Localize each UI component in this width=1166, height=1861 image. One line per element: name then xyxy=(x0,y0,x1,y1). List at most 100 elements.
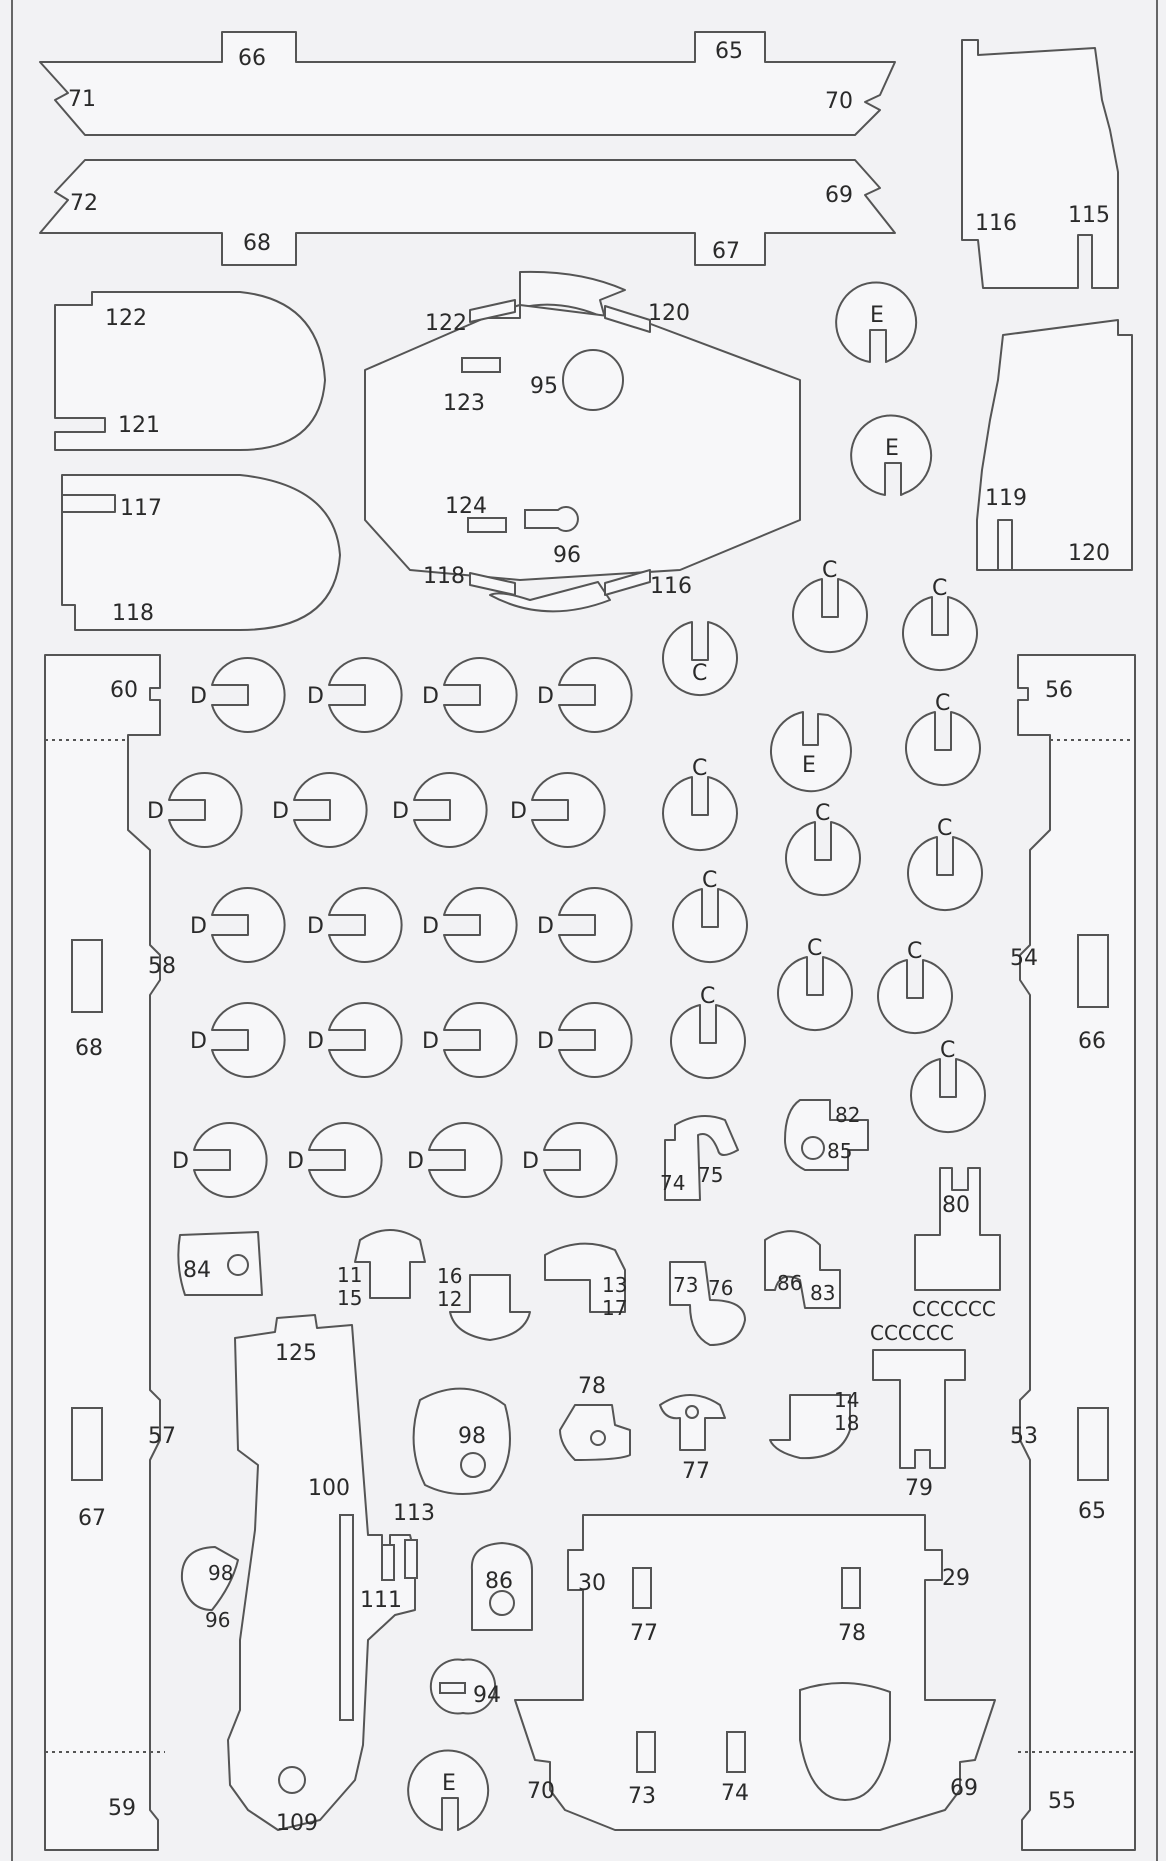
label-14: 14 xyxy=(834,1388,859,1412)
label-118: 118 xyxy=(112,601,154,626)
d-disc: D xyxy=(422,887,518,963)
label-73b: 73 xyxy=(628,1784,656,1809)
c-disc: C xyxy=(662,621,738,697)
part-79: CCCCCC 79 xyxy=(870,1321,966,1501)
label-18: 18 xyxy=(834,1411,859,1435)
label-d: D xyxy=(190,1029,207,1054)
label-79: 79 xyxy=(905,1476,933,1501)
part-78: 78 xyxy=(559,1374,631,1461)
label-115: 115 xyxy=(1068,203,1110,228)
c-disc: C xyxy=(907,816,983,912)
label-78c: 78 xyxy=(838,1621,866,1646)
label-54: 54 xyxy=(1010,946,1038,971)
label-11: 11 xyxy=(337,1263,362,1287)
label-71: 71 xyxy=(68,87,96,112)
part-86-83: 86 83 xyxy=(764,1230,841,1309)
label-d: D xyxy=(537,914,554,939)
label-76: 76 xyxy=(708,1276,733,1300)
c-disc: C xyxy=(672,868,748,964)
label-d: D xyxy=(422,914,439,939)
label-75: 75 xyxy=(698,1163,723,1187)
label-113: 113 xyxy=(393,1501,435,1526)
part-16-12: 16 12 xyxy=(437,1264,531,1341)
label-d: D xyxy=(407,1149,424,1174)
part-77: 77 xyxy=(659,1394,726,1484)
d-disc: D xyxy=(307,1002,403,1078)
label-98: 98 xyxy=(458,1424,486,1449)
label-e: E xyxy=(442,1771,456,1796)
label-120b: 120 xyxy=(648,301,690,326)
d-disc: D xyxy=(537,887,633,963)
label-125: 125 xyxy=(275,1341,317,1366)
d-disc: D xyxy=(537,657,633,733)
label-82: 82 xyxy=(835,1103,860,1127)
label-d: D xyxy=(172,1149,189,1174)
label-67: 67 xyxy=(712,239,740,264)
part-86-tab: 86 xyxy=(470,1542,533,1631)
e-disc: E xyxy=(850,414,933,496)
label-116: 116 xyxy=(975,211,1017,236)
side-frame-right: 56 54 66 53 65 55 xyxy=(1010,654,1136,1851)
part-84: 84 xyxy=(177,1231,263,1296)
strip-top: 66 65 71 70 xyxy=(39,31,896,136)
label-16: 16 xyxy=(437,1264,462,1288)
strip-second: 72 69 68 67 xyxy=(39,159,896,266)
label-119: 119 xyxy=(985,486,1027,511)
d-disc: D xyxy=(287,1122,383,1198)
label-cccccc-2: CCCCCC xyxy=(870,1321,954,1345)
label-59: 59 xyxy=(108,1796,136,1821)
label-cccccc-1: CCCCCC xyxy=(912,1297,996,1321)
label-c: C xyxy=(937,816,952,841)
label-d: D xyxy=(287,1149,304,1174)
label-d: D xyxy=(190,684,207,709)
part-73-76: 73 76 xyxy=(669,1261,746,1346)
label-86: 86 xyxy=(777,1271,802,1295)
label-c: C xyxy=(815,801,830,826)
label-78b: 78 xyxy=(578,1374,606,1399)
label-73: 73 xyxy=(673,1273,698,1297)
label-17: 17 xyxy=(602,1296,627,1320)
label-c: C xyxy=(932,576,947,601)
label-98b: 98 xyxy=(208,1561,233,1585)
label-100: 100 xyxy=(308,1476,350,1501)
label-70: 70 xyxy=(825,89,853,114)
panel-122-121: 122 121 xyxy=(54,291,326,451)
label-d: D xyxy=(537,1029,554,1054)
label-d: D xyxy=(190,914,207,939)
label-e: E xyxy=(802,753,816,778)
label-109: 109 xyxy=(276,1811,318,1836)
c-disc: C xyxy=(905,691,981,787)
c-disc: C xyxy=(670,984,746,1080)
label-c: C xyxy=(907,939,922,964)
label-d: D xyxy=(522,1149,539,1174)
label-e: E xyxy=(870,303,884,328)
label-70b: 70 xyxy=(527,1779,555,1804)
part-98-oval: 98 xyxy=(412,1387,511,1495)
c-disc: C xyxy=(792,558,868,654)
label-74b: 74 xyxy=(721,1781,749,1806)
panel-119-120: 119 120 xyxy=(976,319,1133,571)
c-disc: C xyxy=(902,576,978,672)
panel-117-118: 117 118 xyxy=(61,474,341,631)
label-c: C xyxy=(692,756,707,781)
label-123: 123 xyxy=(443,391,485,416)
c-disc: C xyxy=(662,756,738,852)
label-68b: 68 xyxy=(75,1036,103,1061)
part-82-85: 82 85 xyxy=(784,1099,869,1171)
label-d: D xyxy=(510,799,527,824)
disc-94: 94 xyxy=(429,1658,501,1715)
d-disc: D xyxy=(190,1002,286,1078)
label-118b: 118 xyxy=(423,564,465,589)
label-96b: 96 xyxy=(205,1608,230,1632)
label-d: D xyxy=(537,684,554,709)
label-66b: 66 xyxy=(1078,1029,1106,1054)
label-111: 111 xyxy=(360,1588,402,1613)
label-c: C xyxy=(822,558,837,583)
part-11-15: 11 15 xyxy=(337,1229,426,1310)
label-56: 56 xyxy=(1045,678,1073,703)
label-12: 12 xyxy=(437,1287,462,1311)
label-121: 121 xyxy=(118,413,160,438)
label-66: 66 xyxy=(238,46,266,71)
label-116b: 116 xyxy=(650,574,692,599)
